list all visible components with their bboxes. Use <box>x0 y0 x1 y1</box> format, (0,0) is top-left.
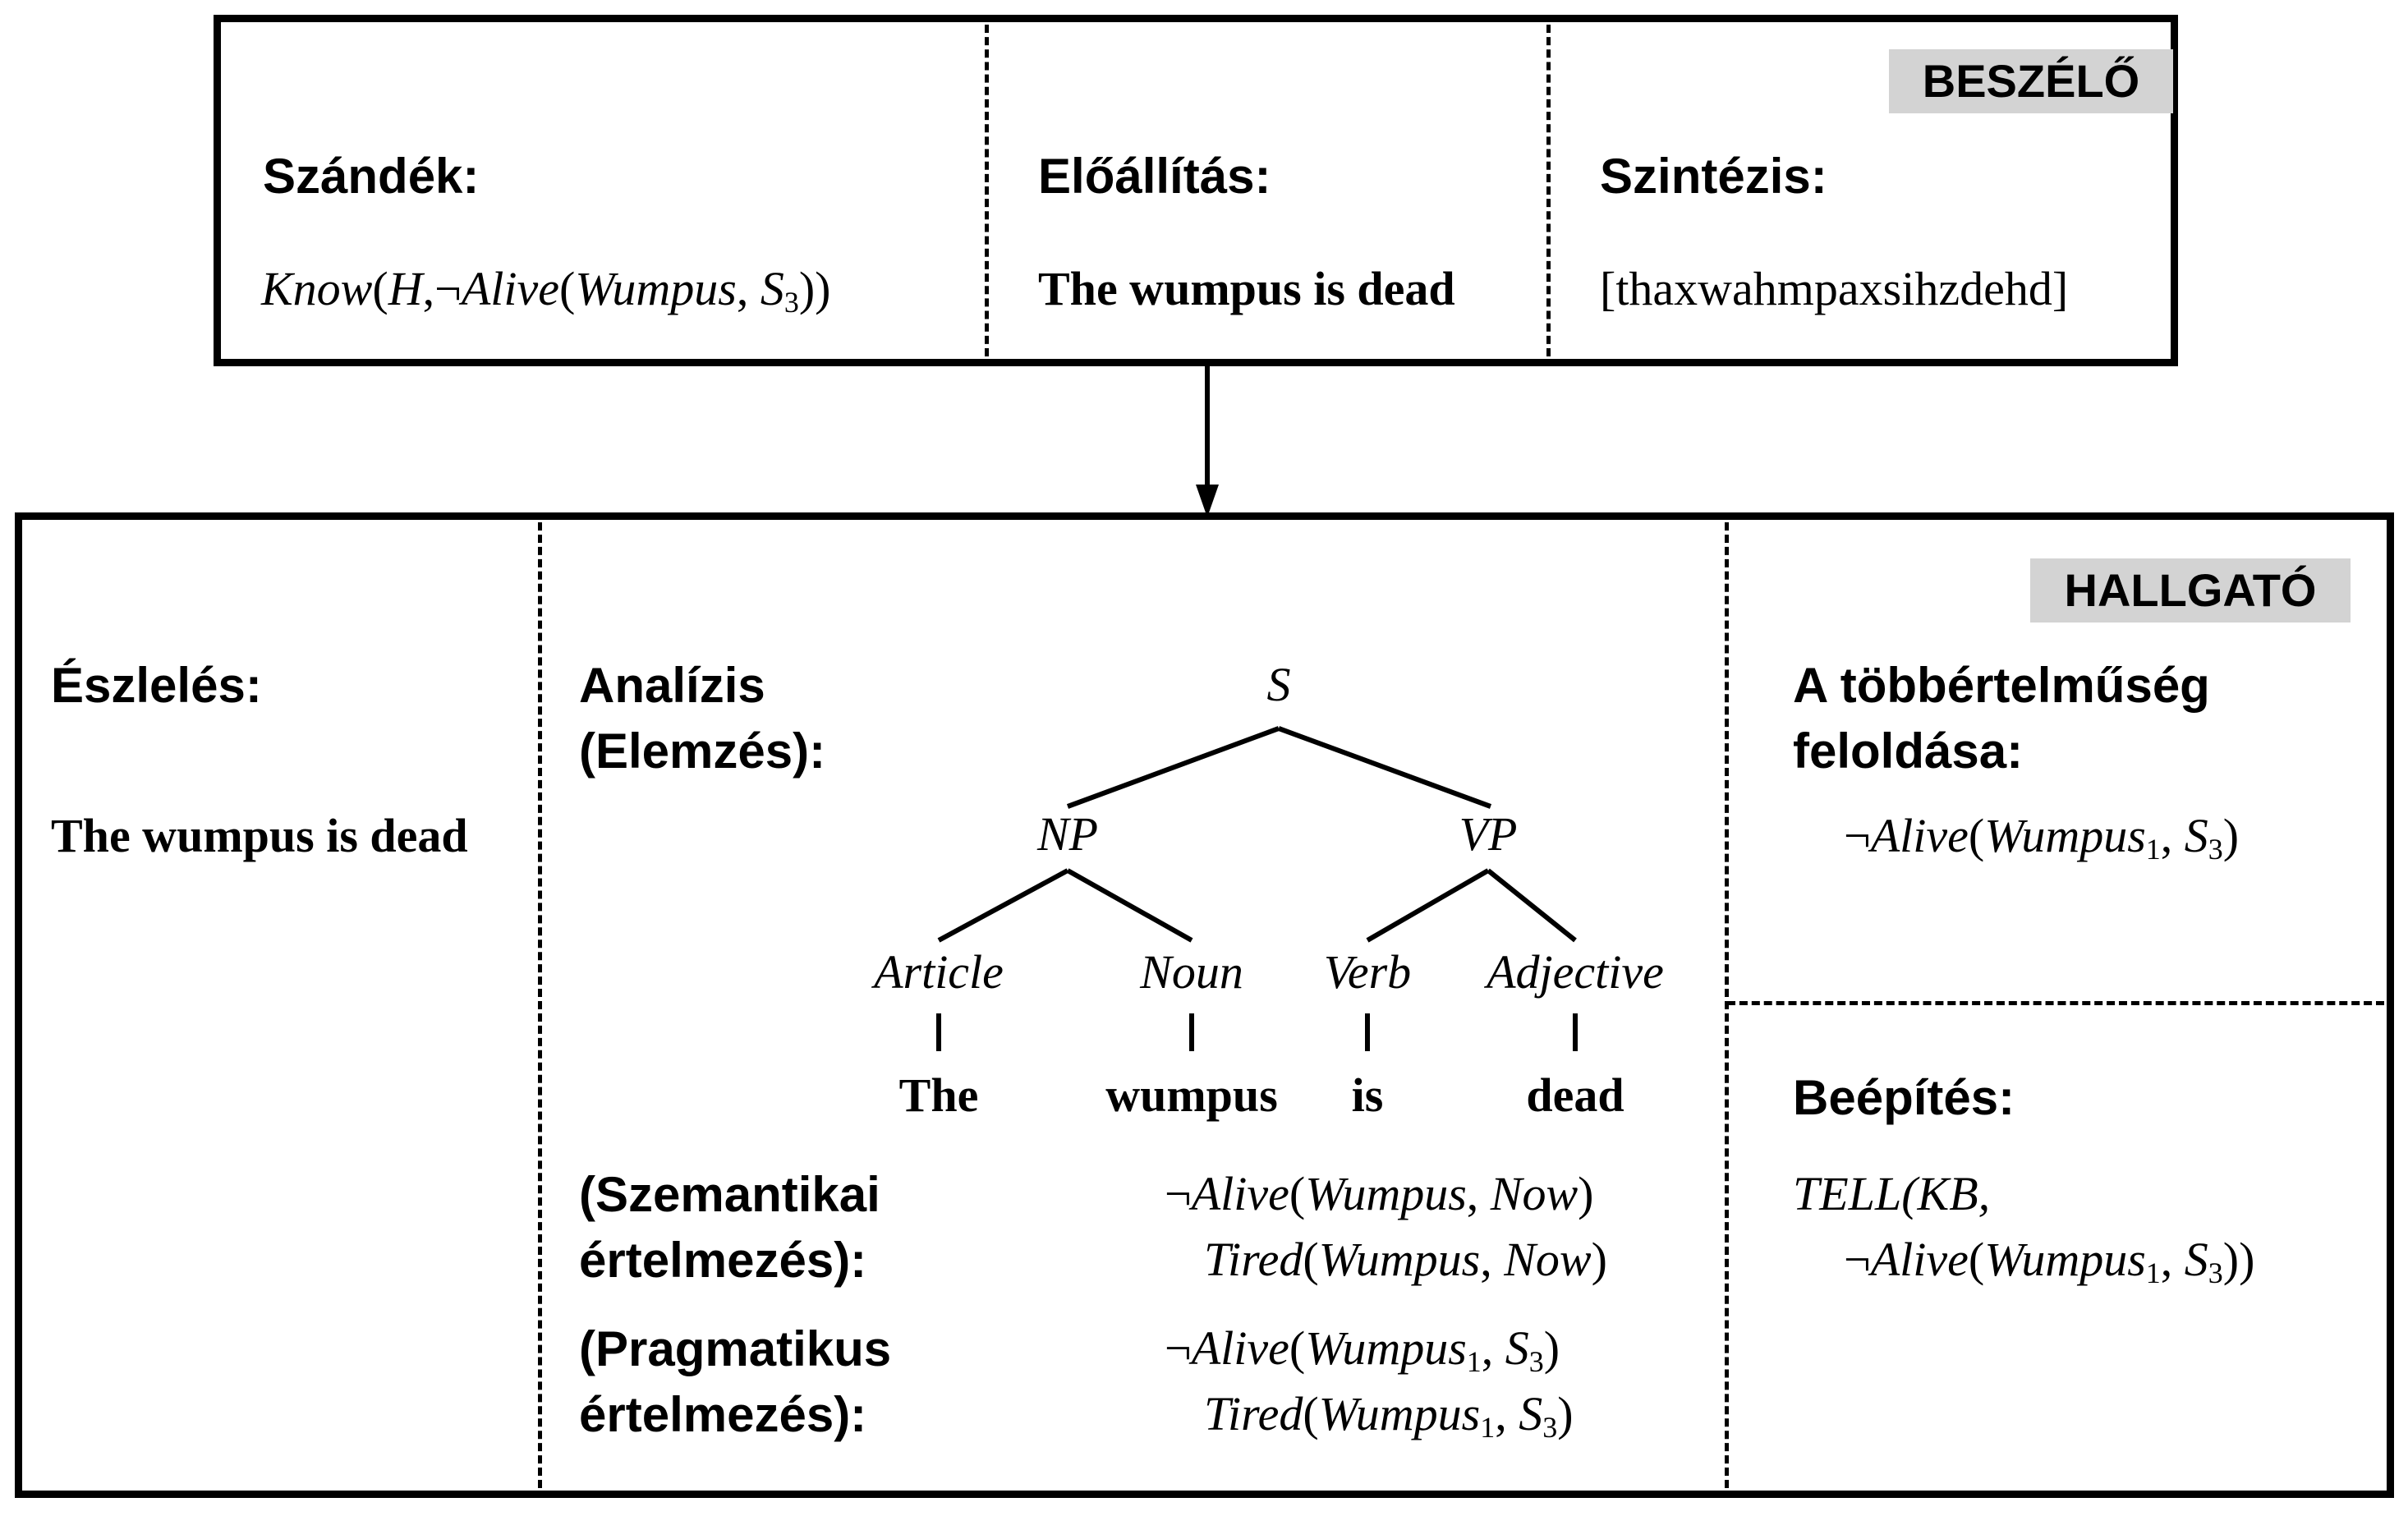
disambiguation-neg: ¬ <box>1844 809 1871 862</box>
disambiguation-pred: Alive <box>1870 809 1969 862</box>
semantic-line2-obj: Wumpus <box>1318 1233 1481 1286</box>
intent-sit: S <box>760 262 784 315</box>
synthesis-text: [thaxwahmpaxsihzdehd] <box>1600 262 2069 315</box>
incorporation-obj-sub: 1 <box>2145 1256 2161 1289</box>
tree-node-vp: VP <box>1459 807 1518 861</box>
intent-neg: ¬ <box>434 262 462 315</box>
listener-box <box>15 512 2394 1498</box>
semantic-heading-line1: (Szemantikai <box>579 1167 880 1222</box>
incorporation-line2: ¬Alive(Wumpus1, S3)) <box>1844 1233 2255 1289</box>
pragmatic-line1-neg: ¬ <box>1165 1321 1192 1375</box>
tree-node-np: NP <box>1036 807 1099 861</box>
semantic-line1-neg: ¬ <box>1165 1167 1192 1220</box>
perception-text: The wumpus is dead <box>51 809 468 862</box>
edge-s-vp <box>1277 726 1492 809</box>
synthesis-heading: Szintézis: <box>1600 149 1827 204</box>
edge-np-noun <box>1066 868 1193 943</box>
pragmatic-line1-sit-sub: 3 <box>1528 1344 1544 1378</box>
pragmatic-heading-line2: értelmezés): <box>579 1387 867 1442</box>
semantic-line1-obj: Wumpus <box>1305 1167 1467 1220</box>
pragmatic-line1-obj-sub: 1 <box>1466 1344 1482 1378</box>
listener-divider-3 <box>1727 1001 2384 1005</box>
intent-pred: Alive <box>461 262 559 315</box>
disambiguation-expression: ¬Alive(Wumpus1, S3) <box>1844 809 2240 866</box>
speaker-to-listener-arrow <box>1196 361 1219 517</box>
edge-vp-adjective <box>1487 868 1577 943</box>
semantic-line1: ¬Alive(Wumpus, Now) <box>1165 1167 1594 1220</box>
perception-heading: Észlelés: <box>51 658 262 713</box>
generation-heading: Előállítás: <box>1038 149 1271 204</box>
tree-node-noun: Noun <box>1140 945 1243 999</box>
intent-sit-sub: 3 <box>784 285 799 319</box>
semantic-line2: Tired(Wumpus, Now) <box>1204 1233 1607 1286</box>
intent-fn: Know <box>261 262 373 315</box>
pragmatic-line1: ¬Alive(Wumpus1, S3) <box>1165 1321 1560 1378</box>
pragmatic-line1-pred: Alive <box>1191 1321 1289 1375</box>
pragmatic-line1-sit: S <box>1505 1321 1529 1375</box>
listener-divider-2 <box>1725 522 1729 1488</box>
analysis-heading-line2: (Elemzés): <box>579 724 826 779</box>
pragmatic-line2-obj: Wumpus <box>1318 1387 1481 1440</box>
tree-word-wumpus: wumpus <box>1105 1068 1278 1122</box>
pragmatic-line2-pred: Tired <box>1204 1387 1303 1440</box>
semantic-line2-time: Now <box>1504 1233 1592 1286</box>
incorporation-sit: S <box>2184 1233 2208 1286</box>
tree-node-article: Article <box>874 945 1004 999</box>
incorporation-pred: Alive <box>1870 1233 1969 1286</box>
disambiguation-obj: Wumpus <box>1984 809 2146 862</box>
disambiguation-obj-sub: 1 <box>2145 832 2161 866</box>
intent-heading: Szándék: <box>263 149 480 204</box>
tree-node-adjective: Adjective <box>1487 945 1664 999</box>
incorporation-obj: Wumpus <box>1984 1233 2146 1286</box>
pragmatic-line2-obj-sub: 1 <box>1480 1410 1496 1444</box>
tree-word-the: The <box>898 1068 979 1122</box>
tree-word-is: is <box>1351 1068 1384 1122</box>
tree-node-s: S <box>1266 658 1291 711</box>
semantic-line1-pred: Alive <box>1191 1167 1289 1220</box>
edge-vp-verb <box>1366 868 1490 943</box>
disambiguation-sit-sub: 3 <box>2208 832 2223 866</box>
intent-obj: Wumpus <box>575 262 737 315</box>
disambiguation-sit: S <box>2184 809 2208 862</box>
pragmatic-line2-sit-sub: 3 <box>1542 1410 1558 1444</box>
semantic-line1-time: Now <box>1490 1167 1579 1220</box>
tree-node-verb: Verb <box>1323 945 1412 999</box>
pragmatic-line1-obj: Wumpus <box>1305 1321 1467 1375</box>
speaker-badge: BESZÉLŐ <box>1889 49 2173 113</box>
listener-divider-1 <box>538 522 542 1488</box>
disambiguation-heading-line1: A többértelműség <box>1793 658 2210 713</box>
tree-word-dead: dead <box>1526 1068 1624 1122</box>
incorporation-kb: KB, <box>1917 1167 1991 1220</box>
pragmatic-line2-sit: S <box>1519 1387 1543 1440</box>
analysis-heading-line1: Analízis <box>579 658 765 713</box>
pragmatic-heading-line1: (Pragmatikus <box>579 1321 892 1376</box>
incorporation-sit-sub: 3 <box>2208 1256 2223 1289</box>
disambiguation-heading-line2: feloldása: <box>1793 724 2024 779</box>
generation-text: The wumpus is dead <box>1038 262 1455 315</box>
incorporation-line1: TELL(KB, <box>1793 1167 1991 1220</box>
edge-s-np <box>1066 726 1280 809</box>
incorporation-heading: Beépítés: <box>1793 1070 2015 1125</box>
incorporation-fn: TELL <box>1793 1167 1902 1220</box>
speaker-box <box>214 15 2178 366</box>
pragmatic-line2: Tired(Wumpus1, S3) <box>1204 1387 1574 1444</box>
listener-badge: HALLGATÓ <box>2030 558 2351 622</box>
semantic-heading-line2: értelmezés): <box>579 1233 867 1288</box>
speaker-divider-2 <box>1546 25 1551 356</box>
intent-arg1: H <box>388 262 423 315</box>
edge-np-article <box>937 868 1069 943</box>
speaker-divider-1 <box>985 25 989 356</box>
intent-expression: Know(H,¬Alive(Wumpus, S3)) <box>261 262 831 319</box>
incorporation-neg: ¬ <box>1844 1233 1871 1286</box>
semantic-line2-pred: Tired <box>1204 1233 1303 1286</box>
